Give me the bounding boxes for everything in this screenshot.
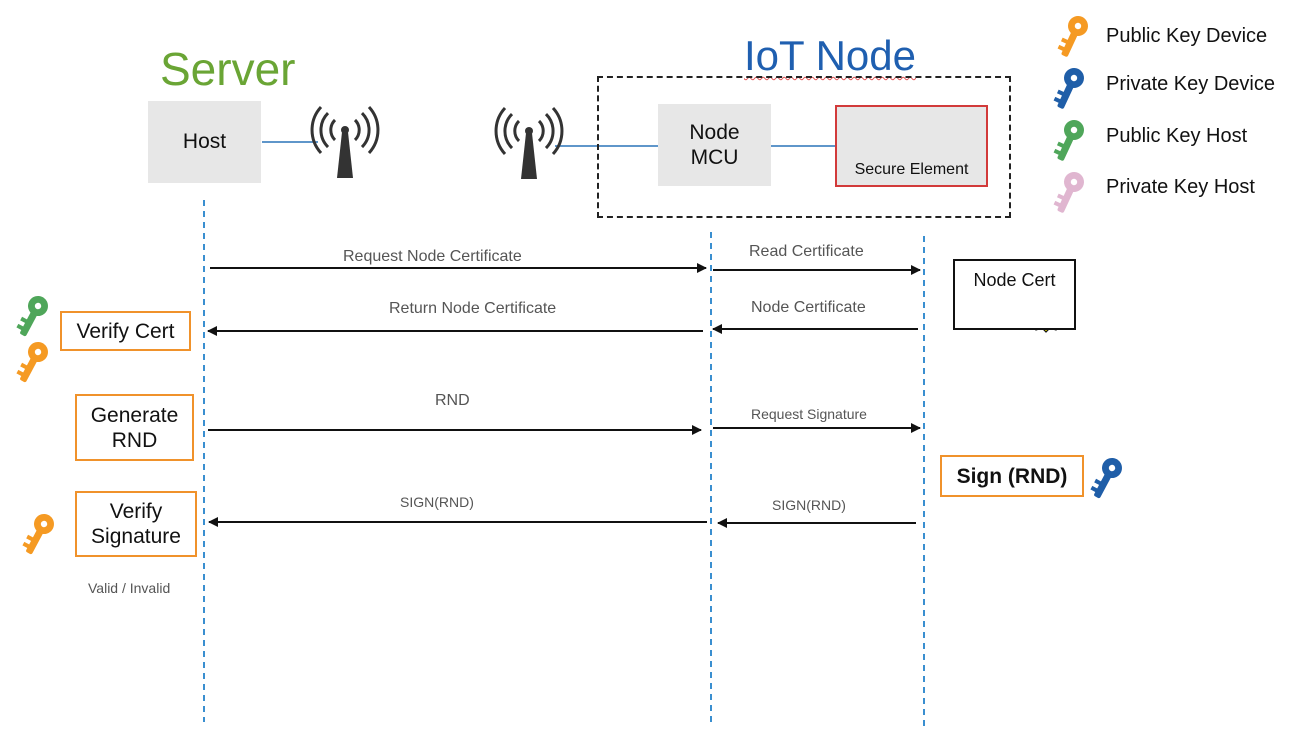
msg-sign-rnd-right: SIGN(RND) [772, 497, 846, 513]
sign-rnd-box: Sign (RND) [940, 455, 1084, 497]
host-box: Host [148, 101, 261, 183]
verify-cert-label: Verify Cert [76, 319, 175, 343]
private-key-host-icon [1050, 168, 1088, 217]
verify-cert-box: Verify Cert [60, 311, 191, 351]
sign-rnd-label: Sign (RND) [956, 464, 1068, 488]
legend-private-key-host: Private Key Host [1106, 176, 1255, 198]
legend-public-key-device: Public Key Device [1106, 25, 1268, 47]
msg-request-signature: Request Signature [751, 406, 867, 422]
secure-element-box: Secure Element [835, 105, 988, 187]
public-key-host-icon [13, 292, 52, 340]
public-key-device-icon [1054, 12, 1092, 61]
msg-rnd: RND [435, 392, 470, 409]
server-title: Server [160, 43, 296, 95]
msg-read-cert: Read Certificate [749, 243, 864, 260]
public-key-device-icon [13, 338, 52, 386]
verify-signature-line1: Verify [109, 500, 163, 523]
node-cert-label: Node Cert [973, 270, 1056, 290]
generate-rnd-line2: RND [111, 428, 158, 452]
antenna-server-icon [310, 105, 380, 180]
legend-public-key-host: Public Key Host [1106, 125, 1248, 147]
public-key-device-icon [19, 510, 58, 558]
generate-rnd-line1: Generate [90, 403, 179, 427]
antenna-iot-icon [494, 106, 564, 181]
public-key-host-icon [1050, 116, 1088, 165]
host-label: Host [182, 130, 227, 153]
iot-node-title: IoT Node [744, 32, 916, 80]
msg-request-node-cert: Request Node Certificate [343, 248, 522, 265]
private-key-device-icon [1050, 64, 1088, 113]
node-mcu-label-line1: Node [689, 121, 740, 144]
legend-private-key-device: Private Key Device [1106, 73, 1275, 95]
iot-node-frame [597, 76, 1011, 218]
verify-signature-box: Verify Signature [75, 491, 197, 557]
msg-return-node-cert: Return Node Certificate [389, 300, 557, 317]
verify-signature-line2: Signature [91, 525, 181, 548]
private-key-device-icon [1087, 454, 1126, 502]
node-mcu-box: Node MCU [658, 104, 771, 186]
valid-invalid-label: Valid / Invalid [88, 580, 171, 596]
msg-node-cert: Node Certificate [751, 299, 866, 316]
node-cert-card: Node Cert [953, 259, 1076, 330]
msg-sign-rnd-left: SIGN(RND) [400, 494, 474, 510]
generate-rnd-box: Generate RND [75, 394, 194, 461]
node-mcu-label-line2: MCU [690, 146, 739, 169]
secure-element-label: Secure Element [854, 161, 969, 178]
iot-node-title-text: IoT Node [744, 32, 916, 79]
